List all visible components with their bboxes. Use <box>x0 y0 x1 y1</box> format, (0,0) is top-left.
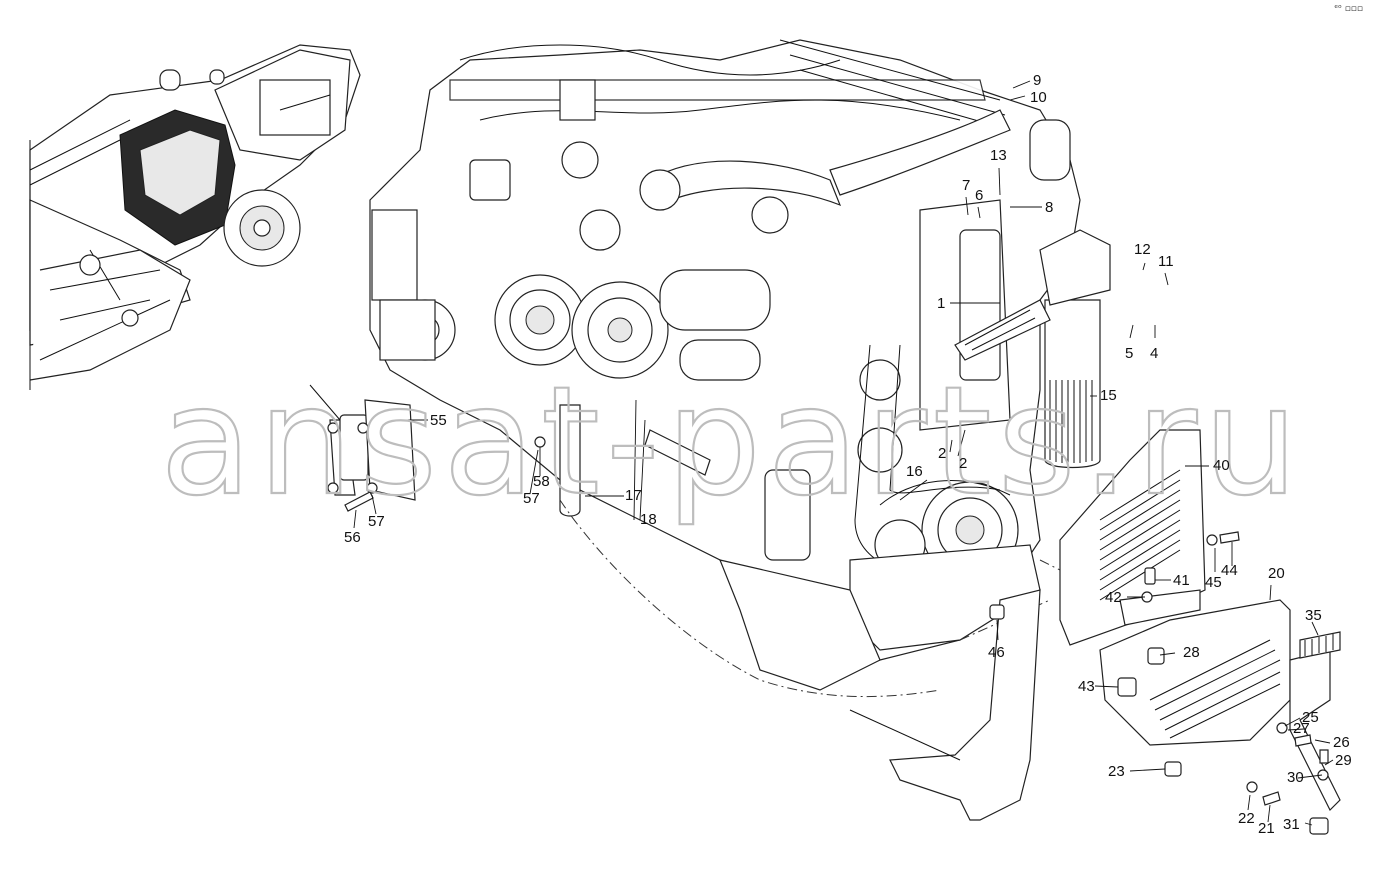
callout-56: 56 <box>344 529 361 546</box>
callout-17: 17 <box>625 487 642 504</box>
callout-labels: 9 10 13 7 6 8 12 11 5 4 1 15 2 2 16 40 4… <box>344 72 1352 837</box>
corner-mark: ᵉᵒ ▫▫▫ <box>1334 4 1363 14</box>
callout-1: 1 <box>937 295 945 312</box>
callout-2: 2 <box>959 455 967 472</box>
callout-28: 28 <box>1183 644 1200 661</box>
callout-7: 7 <box>962 177 970 194</box>
guard-40 <box>1059 429 1206 646</box>
callout-43: 43 <box>1078 678 1095 695</box>
callout-44: 44 <box>1221 562 1238 579</box>
callout-46: 46 <box>988 644 1005 661</box>
callout-26: 26 <box>1333 734 1350 751</box>
callout-16: 16 <box>906 463 923 480</box>
callout-3: 2 <box>938 445 946 462</box>
callout-23: 23 <box>1108 763 1125 780</box>
callout-57-left: 57 <box>368 513 385 530</box>
callout-5: 5 <box>1125 345 1133 362</box>
callout-9: 9 <box>1033 72 1041 89</box>
callout-22: 22 <box>1238 810 1255 827</box>
support-stand <box>849 589 1041 821</box>
callout-20: 20 <box>1268 565 1285 582</box>
callout-25: 25 <box>1302 709 1319 726</box>
callout-30: 30 <box>1287 769 1304 786</box>
callout-40: 40 <box>1213 457 1230 474</box>
machine-inset <box>29 44 361 390</box>
callout-55: 55 <box>430 412 447 429</box>
bracket-55 <box>309 384 546 512</box>
leader-lines <box>353 80 1334 826</box>
callout-29: 29 <box>1335 752 1352 769</box>
callout-45: 45 <box>1205 574 1222 591</box>
callout-31: 31 <box>1283 816 1300 833</box>
callout-12: 12 <box>1134 241 1151 258</box>
callout-6: 6 <box>975 187 983 204</box>
callout-42: 42 <box>1105 589 1122 606</box>
callout-58: 58 <box>533 473 550 490</box>
callout-35: 35 <box>1305 607 1322 624</box>
guard-20 <box>1099 531 1341 835</box>
callout-21: 21 <box>1258 820 1275 837</box>
callout-41: 41 <box>1173 572 1190 589</box>
callout-4: 4 <box>1150 345 1158 362</box>
callout-10: 10 <box>1030 89 1047 106</box>
callout-27: 27 <box>1293 720 1310 737</box>
callout-18: 18 <box>640 511 657 528</box>
callout-57: 57 <box>523 490 540 507</box>
callout-8: 8 <box>1045 199 1053 216</box>
callout-13: 13 <box>990 147 1007 164</box>
callout-11: 11 <box>1158 253 1174 270</box>
callout-15: 15 <box>1100 387 1117 404</box>
watermark: ansat-parts.ru <box>160 355 1304 529</box>
